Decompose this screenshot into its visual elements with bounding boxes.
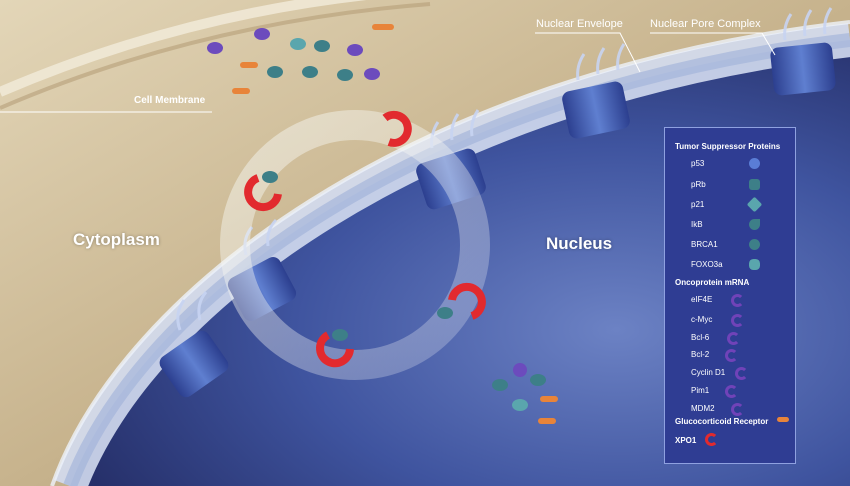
cyclin-d1-icon	[735, 367, 748, 380]
foxo3a-icon	[749, 259, 760, 270]
transport-cycle-arrow	[220, 110, 490, 380]
legend-item: BRCA1	[691, 240, 718, 249]
legend-item: IkB	[691, 220, 703, 229]
brca1-icon	[749, 239, 760, 250]
legend-item: FOXO3a	[691, 260, 723, 269]
mdm2-icon	[731, 403, 744, 416]
pim1-icon	[725, 385, 738, 398]
xpo1-icon	[705, 433, 718, 446]
bcl-6-icon	[727, 332, 740, 345]
p21-icon	[746, 196, 763, 213]
callout-lines	[0, 32, 776, 113]
eif4e-icon	[731, 294, 744, 307]
legend-panel: Tumor Suppressor Proteins p53 pRb p21 Ik…	[664, 127, 796, 464]
legend-tsp-heading: Tumor Suppressor Proteins	[675, 142, 781, 151]
glucocorticoid-receptor-icon	[777, 417, 789, 422]
xpo1-protein	[244, 110, 486, 368]
cell-membrane	[0, 0, 367, 97]
tumor-suppressor-cargo	[262, 171, 546, 411]
ikb-icon	[749, 219, 760, 230]
legend-xpo1-label: XPO1	[675, 436, 697, 445]
legend-item: pRb	[691, 180, 706, 189]
cell-membrane-label: Cell Membrane	[134, 95, 206, 106]
legend-gr-label: Glucocorticoid Receptor	[675, 417, 769, 426]
legend-onco-heading: Oncoprotein mRNA	[675, 278, 750, 287]
legend-item: eIF4E	[691, 295, 713, 304]
cytoplasm-label: Cytoplasm	[73, 230, 160, 249]
legend-item: c-Myc	[691, 315, 713, 324]
legend-item: Bcl-6	[691, 333, 710, 342]
nucleus-label: Nucleus	[546, 234, 613, 253]
bcl-2-icon	[725, 349, 738, 362]
legend-item: p21	[691, 200, 705, 209]
legend-item: p53	[691, 159, 705, 168]
legend-item: Cyclin D1	[691, 368, 726, 377]
prb-icon	[749, 179, 760, 190]
legend-item: Pim1	[691, 386, 710, 395]
legend-item: Bcl-2	[691, 350, 710, 359]
p53-icon	[749, 158, 760, 169]
cytoplasm-released-proteins	[207, 24, 558, 424]
nuclear-pore-complex-label: Nuclear Pore Complex	[650, 18, 761, 30]
legend-item: MDM2	[691, 404, 715, 413]
nuclear-envelope-label: Nuclear Envelope	[536, 18, 623, 30]
c-myc-icon	[731, 314, 744, 327]
